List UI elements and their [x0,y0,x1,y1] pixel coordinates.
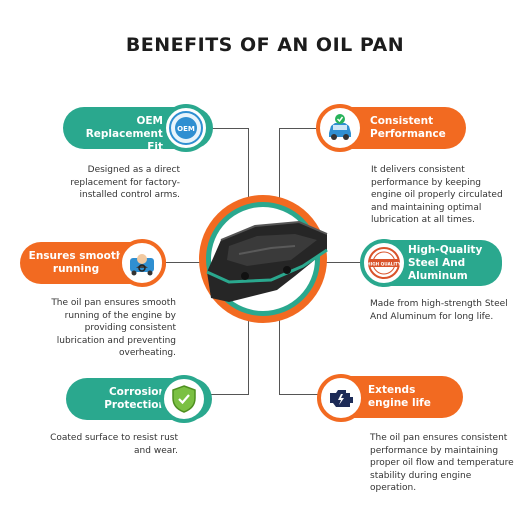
high-quality-stamp-icon: HIGH QUALITY [360,239,408,287]
benefit-label: Replacement Fit [85,128,163,153]
benefit-label: OEM [136,115,163,127]
benefit-label: Steel And [408,257,466,269]
benefit-description: It delivers consistent performance by ke… [371,165,503,225]
benefit-label: Ensures smooth [28,250,124,262]
benefit-label: Performance [370,128,446,140]
connector-line [208,128,249,129]
benefit-label: Extends [368,384,416,396]
benefit-description: Designed as a direct replacement for fac… [70,165,180,200]
engine-icon [317,374,365,422]
connector-line [208,394,249,395]
benefit-description: Coated surface to resist rust and wear. [50,433,178,456]
page-title: BENEFITS OF AN OIL PAN [125,34,405,56]
oil-pan-image [206,220,328,302]
connector-line [279,128,280,198]
benefit-label: engine life [368,397,431,409]
connector-line [279,320,280,395]
oem-badge-icon: OEM [162,104,210,152]
benefit-label: Protection [104,399,166,411]
driver-icon [118,239,166,287]
connector-line [279,128,321,129]
benefit-label: Consistent [370,115,434,127]
benefit-description: The oil pan ensures smooth running of th… [51,298,176,358]
connector-line [248,320,249,395]
shield-check-icon [160,375,208,423]
connector-line [248,128,249,198]
connector-line [326,262,366,263]
benefit-label: High-Quality [408,244,483,256]
oem-badge-text: OEM [177,125,195,133]
benefit-description: Made from high-strength Steel And Alumin… [370,299,508,322]
benefit-label: Aluminum [408,270,468,282]
connector-line [165,262,201,263]
quality-stamp-text: HIGH QUALITY [367,262,402,267]
car-check-icon [316,104,364,152]
benefit-description: The oil pan ensures consistent performan… [370,433,514,493]
connector-line [279,394,321,395]
benefit-label: running [52,263,100,275]
benefit-label: Corrosion [108,386,166,398]
